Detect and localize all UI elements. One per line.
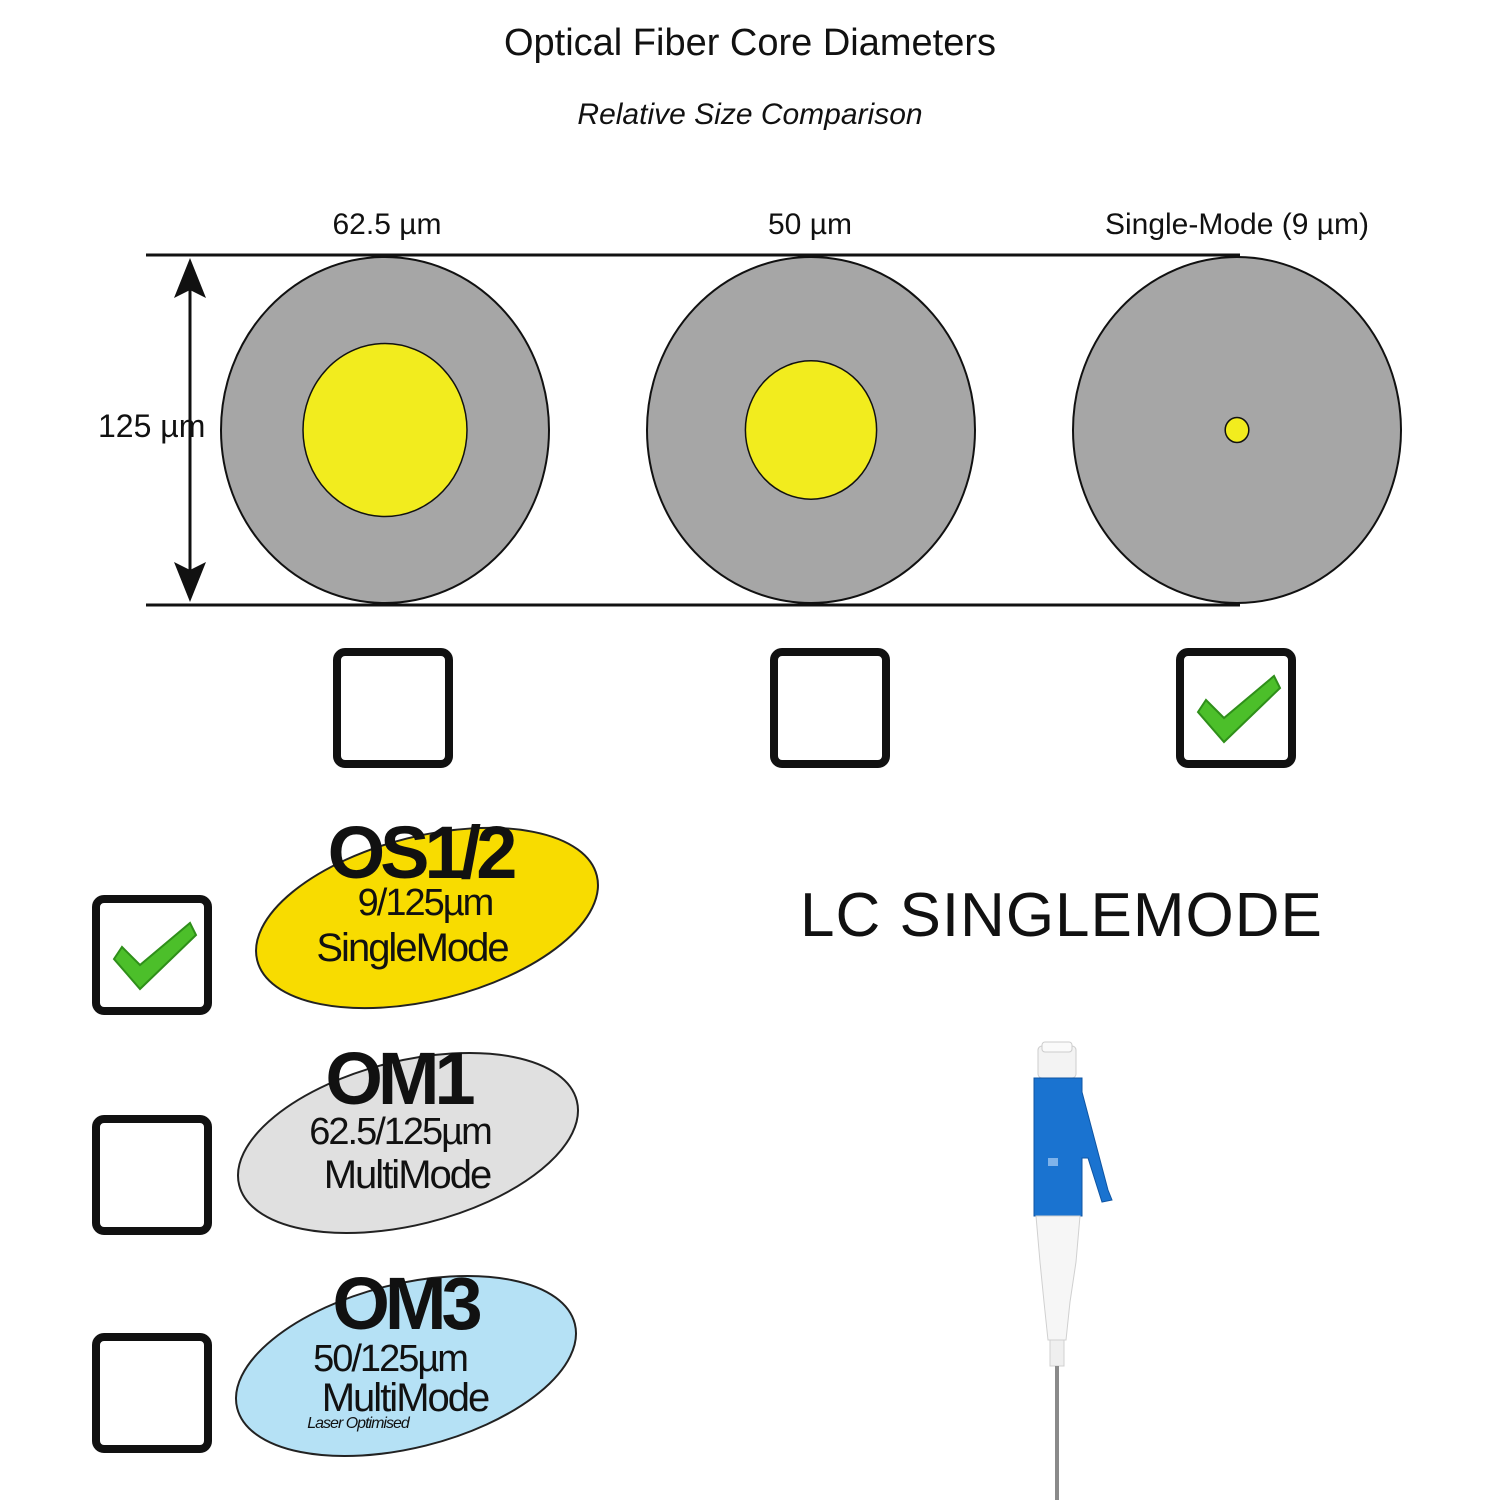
- fiber-core-1: [744, 360, 878, 500]
- dimension-label: 125 µm: [98, 408, 206, 444]
- fiber-label-62-5: 62.5 µm: [332, 208, 442, 241]
- badge-om3-size: 50/125µm: [313, 1338, 469, 1380]
- badge-os12-shape: [255, 826, 599, 1010]
- dimension-arrow-up-icon: [174, 258, 206, 298]
- badge-os12-code: OS1/2: [327, 811, 518, 894]
- check-icon: [112, 921, 198, 991]
- page-subtitle: Relative Size Comparison: [577, 98, 923, 131]
- fiber-core-2: [1224, 416, 1250, 444]
- fiber-checkbox-single-mode[interactable]: [1176, 648, 1296, 768]
- fiber-label-50: 50 µm: [768, 208, 852, 241]
- product-label: LC SINGLEMODE: [800, 881, 1323, 950]
- badge-om1-size: 62.5/125µm: [309, 1111, 492, 1153]
- badge-om1-code: OM1: [325, 1037, 475, 1120]
- badge-os12-size: 9/125µm: [357, 882, 495, 924]
- fiber-checkbox-50[interactable]: [770, 648, 890, 768]
- fiber-label-single-mode: Single-Mode (9 µm): [1104, 208, 1370, 241]
- page-title: Optical Fiber Core Diameters: [503, 22, 997, 64]
- badge-om3-mode: MultiMode: [321, 1376, 491, 1420]
- check-icon: [1196, 674, 1282, 744]
- badge-om3-shape: [235, 1274, 577, 1458]
- type-checkbox-om1[interactable]: [92, 1115, 212, 1235]
- badge-os12-mode: SingleMode: [316, 926, 509, 970]
- type-checkbox-os12[interactable]: [92, 895, 212, 1015]
- fiber-diagram: [146, 253, 1402, 607]
- badge-om1-mode: MultiMode: [323, 1153, 493, 1197]
- lc-connector-icon: [1033, 1041, 1113, 1500]
- fiber-core-0: [302, 342, 468, 518]
- badge-om3-note: Laser Optimised: [307, 1415, 410, 1432]
- badge-om1-shape: [237, 1051, 579, 1235]
- dimension-arrow-down-icon: [174, 562, 206, 602]
- badge-om3-code: OM3: [332, 1262, 482, 1345]
- fiber-checkbox-62-5[interactable]: [333, 648, 453, 768]
- type-checkbox-om3[interactable]: [92, 1333, 212, 1453]
